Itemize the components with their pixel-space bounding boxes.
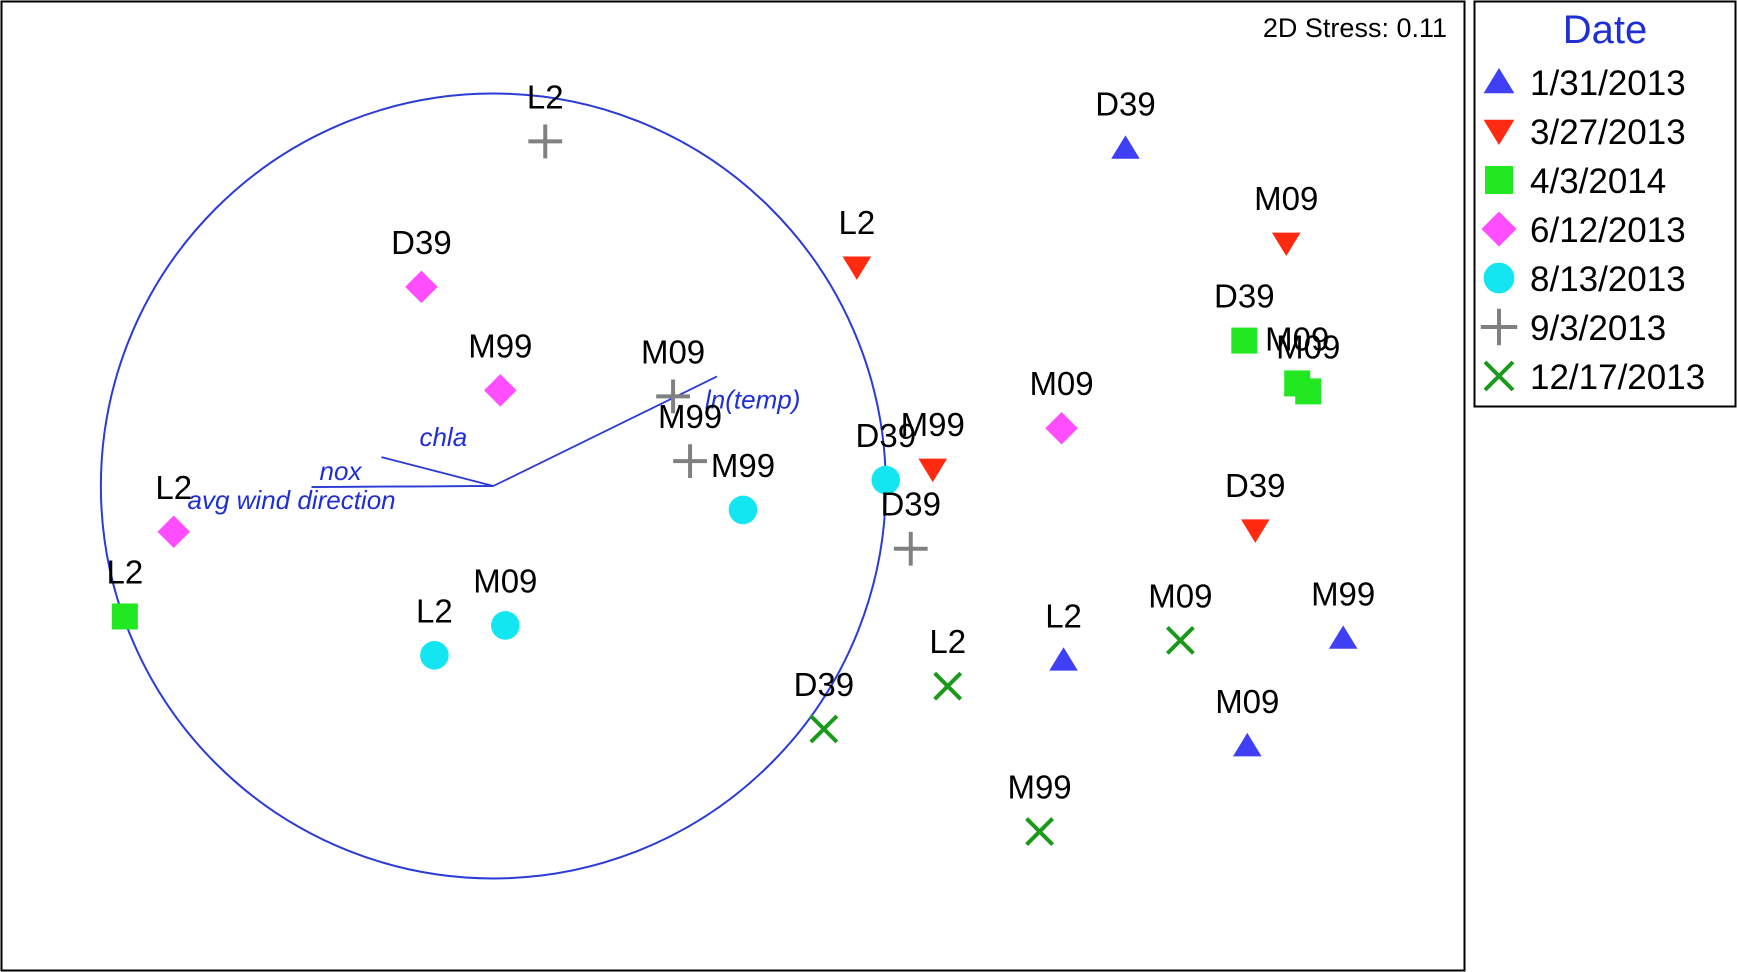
point-label: D39 — [1225, 467, 1286, 504]
data-point — [1295, 378, 1322, 405]
stress-label: 2D Stress: 0.11 — [1263, 13, 1447, 43]
data-point — [1231, 327, 1258, 354]
data-points: L2D39M99L2L2M09M99M99L2M09L2D39M09D39M09… — [106, 78, 1375, 846]
legend-title: Date — [1563, 8, 1648, 52]
point-label: M99 — [1007, 769, 1071, 806]
data-point — [405, 270, 438, 304]
data-point — [1232, 732, 1262, 757]
point-label: D39 — [880, 486, 941, 523]
point-label: L2 — [929, 623, 966, 660]
point-label: D39 — [391, 224, 452, 261]
point-label: M99 — [711, 447, 775, 484]
point-label: D39 — [794, 666, 855, 703]
legend-entry-label: 3/27/2013 — [1530, 113, 1686, 152]
legend-marker — [1481, 211, 1517, 247]
legend-marker — [1480, 308, 1518, 346]
point-label: M09 — [641, 333, 705, 370]
data-point — [1271, 232, 1301, 257]
point-label: L2 — [527, 78, 564, 115]
data-point — [918, 458, 948, 483]
vector-label: ln(temp) — [705, 384, 800, 414]
point-label: D39 — [856, 417, 917, 454]
data-point — [673, 444, 707, 479]
data-point — [1049, 647, 1078, 671]
data-point — [157, 515, 191, 549]
legend-marker — [1485, 166, 1513, 194]
data-point — [1025, 817, 1054, 846]
vector-label: avg wind direction — [188, 485, 396, 515]
legend-box — [1473, 0, 1737, 408]
point-label: L2 — [416, 592, 453, 629]
legend-entry-label: 12/17/2013 — [1530, 358, 1705, 397]
vector-label: nox — [320, 456, 363, 486]
legend-marker — [1483, 119, 1515, 145]
legend-marker — [1483, 68, 1515, 94]
vector-line — [311, 485, 494, 488]
data-point — [809, 714, 839, 744]
data-point — [656, 379, 690, 414]
point-label: M99 — [1311, 575, 1375, 612]
data-point — [1328, 625, 1358, 649]
legend-entry-label: 6/12/2013 — [1530, 211, 1686, 250]
data-point — [893, 531, 928, 566]
legend-entry-label: 4/3/2014 — [1530, 162, 1666, 201]
point-label: M99 — [901, 406, 965, 443]
data-point — [420, 641, 449, 670]
data-point — [484, 374, 517, 407]
vector-line — [381, 456, 494, 487]
point-label: M09 — [1215, 683, 1279, 720]
point-label: D39 — [1095, 85, 1156, 122]
legend-marker — [1483, 360, 1515, 392]
legend-entries: 1/31/2013 3/27/2013 4/3/2014 6/12/2013 8/13/… — [1480, 64, 1705, 397]
data-point — [1240, 519, 1270, 543]
legend-entry-label: 8/13/2013 — [1530, 260, 1686, 299]
data-point — [1045, 411, 1078, 445]
point-label: D39 — [1214, 278, 1275, 315]
point-label: M09 — [1265, 320, 1329, 357]
point-label: M09 — [1148, 577, 1212, 614]
plot-border — [0, 0, 1466, 972]
point-label: L2 — [155, 469, 192, 506]
point-label: L2 — [1045, 597, 1082, 634]
data-point — [1165, 625, 1195, 655]
legend-entry-label: 9/3/2013 — [1530, 309, 1666, 348]
point-label: M99 — [468, 327, 532, 364]
data-point — [491, 611, 520, 640]
data-point — [871, 465, 901, 495]
point-label: M09 — [1029, 365, 1093, 402]
point-label: M09 — [473, 562, 537, 599]
point-label: M09 — [1254, 180, 1318, 217]
legend-entry-label: 1/31/2013 — [1530, 64, 1686, 103]
data-point — [111, 603, 138, 630]
point-label: L2 — [838, 204, 875, 241]
point-label: L2 — [106, 553, 143, 590]
legend-marker — [1483, 262, 1515, 294]
vector-label: chla — [419, 422, 467, 452]
point-label: M09 — [1276, 328, 1340, 365]
data-point — [933, 671, 963, 701]
data-point — [728, 495, 758, 525]
data-point — [528, 124, 563, 159]
data-point — [1111, 135, 1140, 159]
point-label: M99 — [658, 398, 722, 435]
data-point — [842, 256, 872, 280]
